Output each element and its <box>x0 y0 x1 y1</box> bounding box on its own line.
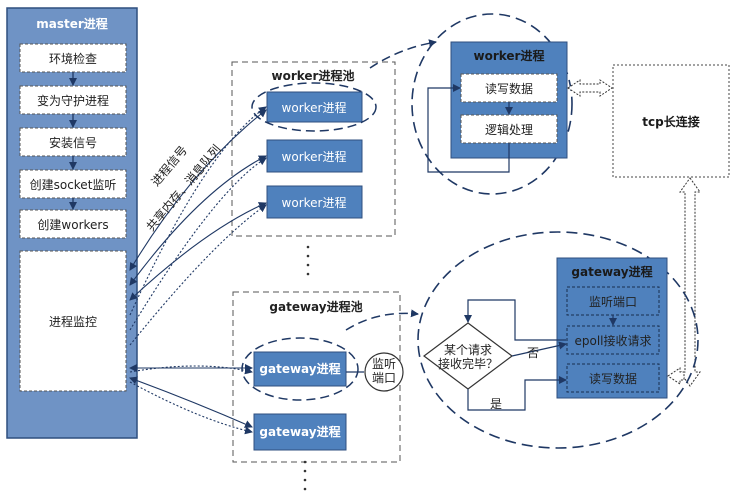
master-step-label: 创建socket监听 <box>30 178 117 192</box>
master-process: master进程 环境检查 变为守护进程 安装信号 创建socket监听 创建w… <box>6 7 138 439</box>
listen-port-label: 监听 <box>372 357 396 371</box>
no-label: 否 <box>527 346 539 360</box>
yes-arrow <box>467 376 567 411</box>
worker-detail: worker进程 读写数据 逻辑处理 <box>369 13 573 195</box>
master-step: 变为守护进程 <box>19 85 127 115</box>
gateway-pool-title: gateway进程池 <box>269 299 362 314</box>
master-step-label: 安装信号 <box>49 135 97 150</box>
worker-task-label: 读写数据 <box>485 81 533 96</box>
gateway-detail-title: gateway进程 <box>571 264 652 279</box>
tcp-connection: tcp长连接 <box>567 64 730 387</box>
zoom-connector <box>369 39 437 69</box>
worker-process-box <box>266 185 363 219</box>
master-step: 创建workers <box>19 209 127 239</box>
listen-port-label: 端口 <box>372 371 396 385</box>
master-step: 环境检查 <box>19 43 127 73</box>
master-step-label: 变为守护进程 <box>37 93 109 108</box>
zoom-ellipse <box>251 82 377 132</box>
loop-arrow <box>427 84 510 173</box>
gateway-task <box>566 363 660 393</box>
tcp-gateway-arrow <box>679 177 701 387</box>
worker-process-label: worker进程 <box>282 149 347 164</box>
master-step-label: 创建workers <box>37 218 108 232</box>
gateway-arrows <box>129 364 253 435</box>
continuation-dots <box>303 460 307 491</box>
worker-process-box <box>266 139 363 173</box>
tcp-worker-arrow <box>567 79 613 97</box>
worker-process-label: worker进程 <box>282 100 347 115</box>
continuation-dots <box>306 245 310 276</box>
process-monitor-label: 进程监控 <box>49 314 97 329</box>
gateway-task-label: 监听端口 <box>589 295 637 309</box>
master-title: master进程 <box>36 16 108 31</box>
tcp-gateway-link <box>667 367 685 385</box>
gateway-detail-ellipse <box>417 231 699 449</box>
master-step: 创建socket监听 <box>19 169 127 199</box>
decision-label: 某个请求 <box>444 343 492 357</box>
worker-task-label: 逻辑处理 <box>485 123 533 137</box>
worker-detail-title: worker进程 <box>474 48 545 63</box>
worker-pool-border <box>231 61 396 237</box>
worker-process-label: worker进程 <box>282 195 347 210</box>
gateway-task <box>566 286 660 316</box>
gateway-task-label: 读写数据 <box>589 371 637 386</box>
process-monitor: 进程监控 <box>19 250 127 392</box>
yes-label: 是 <box>490 397 502 411</box>
gateway-process-label: gateway进程 <box>259 424 340 439</box>
gateway-process-box <box>253 351 347 387</box>
worker-pool-title: worker进程池 <box>272 68 355 83</box>
worker-task <box>460 114 558 144</box>
gateway-task-label: epoll接收请求 <box>574 333 651 348</box>
worker-pool: worker进程池 worker进程 worker进程 worker进程 <box>231 61 396 237</box>
gateway-pool: gateway进程池 gateway进程 gateway进程 监听 端口 <box>232 291 404 463</box>
ipc-arrows <box>129 106 267 346</box>
worker-detail-ellipse <box>411 13 573 195</box>
loop-arrow <box>464 299 566 341</box>
decision-label: 接收完毕？ <box>438 356 498 371</box>
zoom-connector <box>345 309 419 331</box>
master-step-label: 环境检查 <box>49 51 97 66</box>
tcp-label: tcp长连接 <box>642 114 699 129</box>
listen-port-circle <box>364 352 404 392</box>
worker-process-box <box>266 91 363 123</box>
gateway-detail: gateway进程 监听端口 epoll接收请求 读写数据 某个请求 接收完毕？… <box>345 231 699 449</box>
no-arrow <box>511 341 567 357</box>
gateway-process-label: gateway进程 <box>259 361 340 376</box>
gateway-process-box <box>253 413 347 451</box>
gateway-task <box>566 325 660 355</box>
worker-task <box>460 73 558 103</box>
tcp-box <box>612 64 730 178</box>
master-step: 安装信号 <box>19 127 127 157</box>
